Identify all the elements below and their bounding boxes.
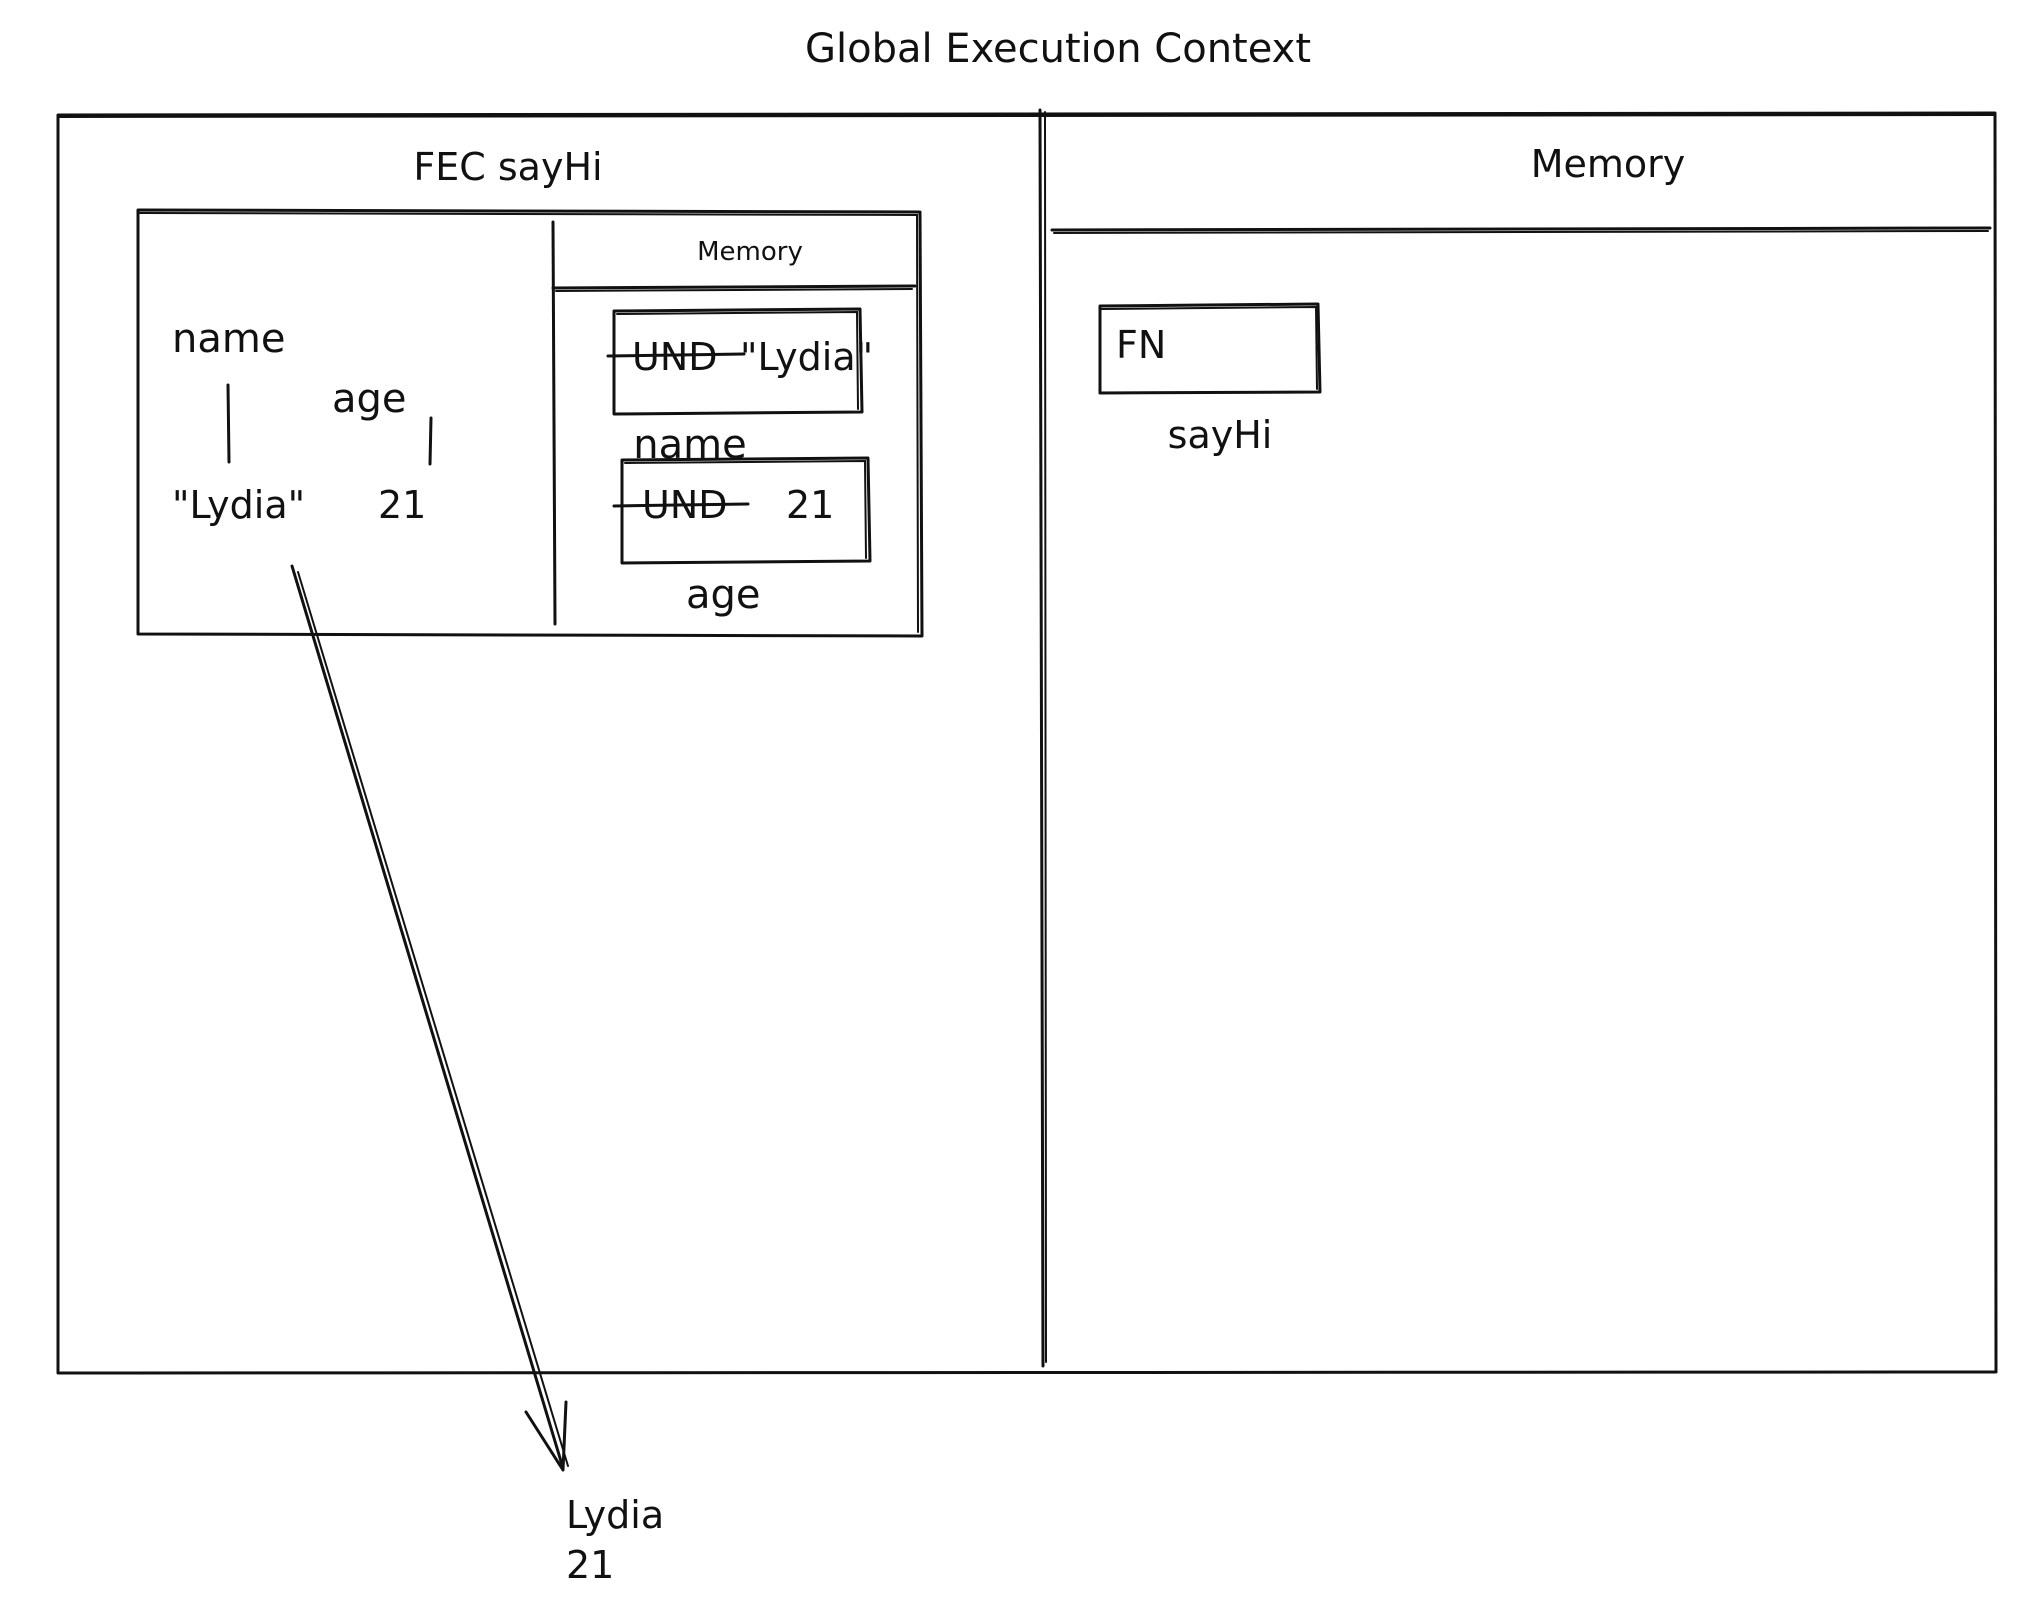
global-memory-title: Memory: [1531, 142, 1686, 186]
code-name-value: "Lydia": [172, 483, 305, 527]
code-age-label: age: [332, 376, 407, 422]
code-name-label: name: [172, 316, 285, 362]
fec-memory-slot-age: UND 21 age: [612, 456, 872, 618]
output-line-2: 21: [566, 1543, 614, 1587]
slot-value: FN: [1116, 323, 1166, 367]
fec-title: FEC sayHi: [413, 145, 602, 189]
age-connector: [428, 416, 433, 466]
fec-code-area: name age "Lydia" 21: [172, 316, 433, 527]
fec-box: [136, 208, 924, 638]
slot-label: sayHi: [1168, 413, 1273, 457]
global-memory-divider: [1050, 226, 1992, 234]
slot-label: age: [686, 572, 761, 618]
strike-through: [612, 502, 750, 508]
slot-old-value: UND: [632, 335, 718, 379]
slot-new-value: 21: [786, 483, 834, 527]
global-context-title: Global Execution Context: [805, 26, 1311, 72]
output-line-1: Lydia: [566, 1493, 664, 1537]
fec-memory-title: Memory: [697, 237, 803, 267]
name-connector: [226, 383, 231, 464]
slot-new-value: "Lydia": [740, 335, 873, 379]
global-memory-slot: FN sayHi: [1098, 302, 1322, 457]
global-context-box: [56, 108, 1998, 1375]
console-output: Lydia 21: [566, 1493, 664, 1587]
code-age-value: 21: [378, 483, 426, 527]
fec-memory-slot-name: UND "Lydia" name: [606, 307, 873, 468]
strike-through: [606, 352, 746, 358]
output-arrow: [290, 564, 569, 1472]
